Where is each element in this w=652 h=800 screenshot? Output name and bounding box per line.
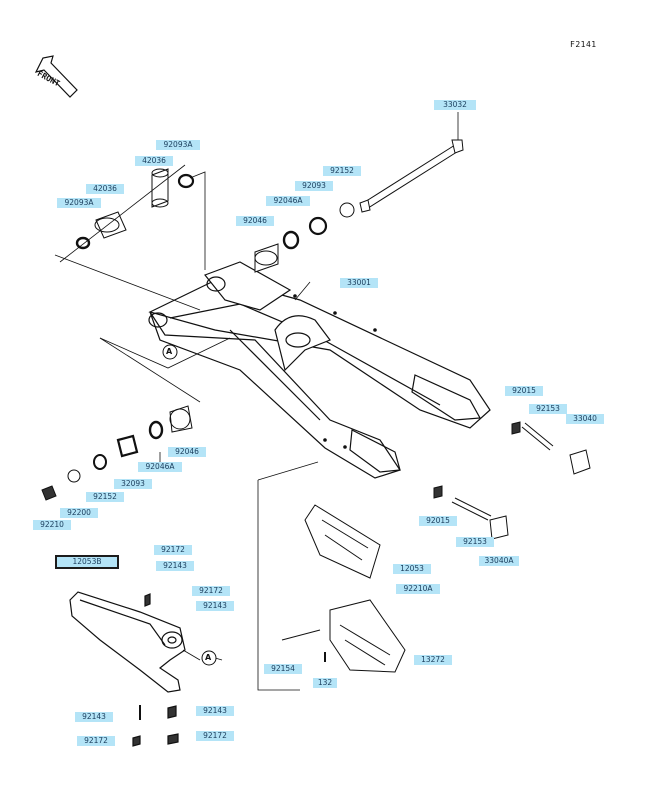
part-label-92143-a[interactable]: 92143 [156, 561, 194, 571]
part-label-33001[interactable]: 33001 [340, 278, 378, 288]
part-label-92172-d[interactable]: 92172 [196, 731, 234, 741]
swingarm-33001 [148, 261, 491, 479]
part-label-33032[interactable]: 33032 [434, 100, 476, 110]
part-label-92152-upper[interactable]: 92152 [323, 166, 361, 176]
part-label-12053[interactable]: 12053 [393, 564, 431, 574]
callout-a-upper: A [166, 347, 173, 356]
callout-circle-a-lower [201, 650, 217, 666]
part-label-92200[interactable]: 92200 [60, 508, 98, 518]
part-label-92093[interactable]: 92093 [295, 181, 333, 191]
part-label-92046a-upper[interactable]: 92046A [266, 196, 310, 206]
upper-bushing-group [75, 168, 355, 273]
leader-lines [54, 112, 459, 691]
part-label-92015-right[interactable]: 92015 [505, 386, 543, 396]
chain-guide-12053 [304, 504, 381, 579]
part-label-92154[interactable]: 92154 [264, 664, 302, 674]
chain-adjuster-right [511, 421, 591, 475]
part-label-92210a[interactable]: 92210A [396, 584, 440, 594]
part-label-92046a-lower[interactable]: 92046A [138, 462, 182, 472]
part-label-92015-left[interactable]: 92015 [419, 516, 457, 526]
pivot-shaft-33032 [359, 139, 464, 213]
part-label-92172-b[interactable]: 92172 [192, 586, 230, 596]
part-label-33040a[interactable]: 33040A [479, 556, 519, 566]
front-arrow-icon [34, 55, 78, 98]
lower-link-12053B [69, 591, 186, 747]
part-label-92046-lower[interactable]: 92046 [168, 447, 206, 457]
part-label-33040[interactable]: 33040 [566, 414, 604, 424]
chain-guard-13272 [281, 599, 406, 673]
callout-a-lower: A [205, 653, 212, 662]
part-label-92143-d[interactable]: 92143 [196, 706, 234, 716]
chain-adjuster-left [433, 485, 509, 540]
part-label-92093a-upper[interactable]: 92093A [156, 140, 200, 150]
part-label-13272[interactable]: 13272 [414, 655, 452, 665]
part-label-92172-a[interactable]: 92172 [154, 545, 192, 555]
part-label-92152-lower[interactable]: 92152 [86, 492, 124, 502]
diagram-reference-code: F2141 [570, 40, 597, 49]
part-label-92153-left[interactable]: 92153 [456, 537, 494, 547]
part-label-32093[interactable]: 32093 [114, 479, 152, 489]
part-label-92153-right[interactable]: 92153 [529, 404, 567, 414]
part-label-132[interactable]: 132 [313, 678, 337, 688]
callout-circle-a-upper [162, 344, 178, 360]
part-label-92210[interactable]: 92210 [33, 520, 71, 530]
part-label-92143-c[interactable]: 92143 [75, 712, 113, 722]
part-label-42036-lower[interactable]: 42036 [86, 184, 124, 194]
part-label-92046-upper[interactable]: 92046 [236, 216, 274, 226]
part-label-42036-upper[interactable]: 42036 [135, 156, 173, 166]
part-label-12053b-selected[interactable]: 12053B [55, 555, 119, 569]
part-label-92093a-lower[interactable]: 92093A [57, 198, 101, 208]
part-label-92143-b[interactable]: 92143 [196, 601, 234, 611]
part-label-92172-c[interactable]: 92172 [77, 736, 115, 746]
lower-bearing-group [41, 405, 193, 501]
